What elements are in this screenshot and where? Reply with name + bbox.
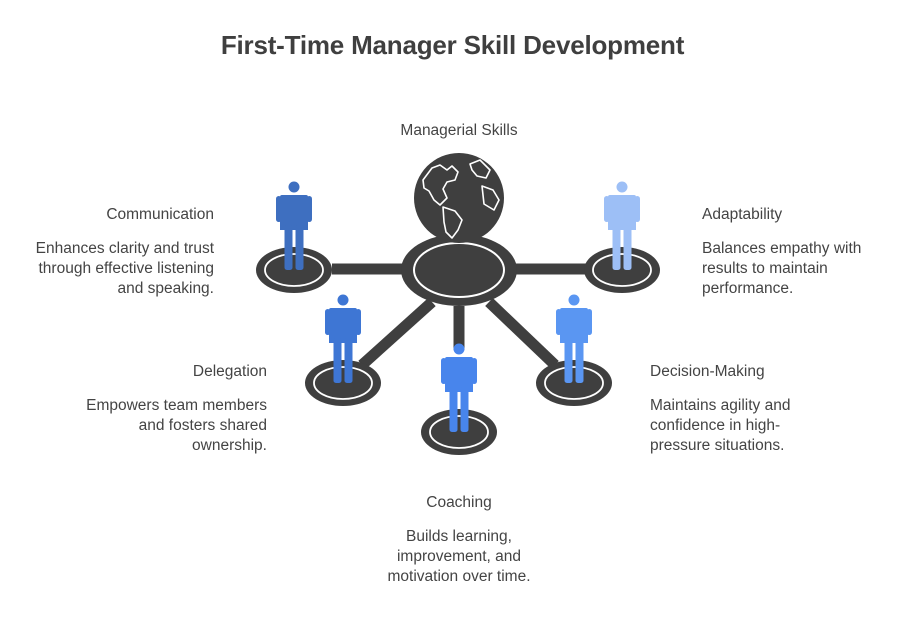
platforms xyxy=(256,247,660,455)
connector-decision-making xyxy=(485,298,559,369)
person-icon-adaptability xyxy=(604,181,640,270)
connectors xyxy=(332,263,588,370)
platform-decision-making xyxy=(536,360,612,406)
person-figures xyxy=(276,181,640,432)
skill-desc-coaching: Builds learning, improvement, and motiva… xyxy=(387,528,531,585)
person-icon-delegation xyxy=(325,294,361,383)
platform-delegation xyxy=(305,360,381,406)
skill-desc-communication: Enhances clarity and trust through effec… xyxy=(35,240,214,297)
page-title: First-Time Manager Skill Development xyxy=(220,30,685,60)
center-label: Managerial Skills xyxy=(400,122,518,139)
person-icon-communication xyxy=(276,181,312,270)
center-hub xyxy=(401,153,517,306)
platform-coaching xyxy=(421,409,497,455)
skill-desc-adaptability: Balances empathy with results to maintai… xyxy=(702,240,862,297)
globe-icon xyxy=(414,153,504,243)
skill-label-adaptability: Adaptability xyxy=(702,206,783,223)
person-icon-coaching xyxy=(441,343,477,432)
platform-communication xyxy=(256,247,332,293)
skill-label-decision-making: Decision-Making xyxy=(650,363,765,380)
skill-desc-decision-making: Maintains agility and confidence in high… xyxy=(650,397,791,454)
platform-adaptability xyxy=(584,247,660,293)
connector-delegation xyxy=(358,297,436,370)
skill-desc-delegation: Empowers team members and fosters shared… xyxy=(86,397,267,454)
person-icon-decision-making xyxy=(556,294,592,383)
skill-label-coaching: Coaching xyxy=(426,494,492,511)
skill-label-communication: Communication xyxy=(106,206,214,223)
skill-label-delegation: Delegation xyxy=(192,363,267,380)
